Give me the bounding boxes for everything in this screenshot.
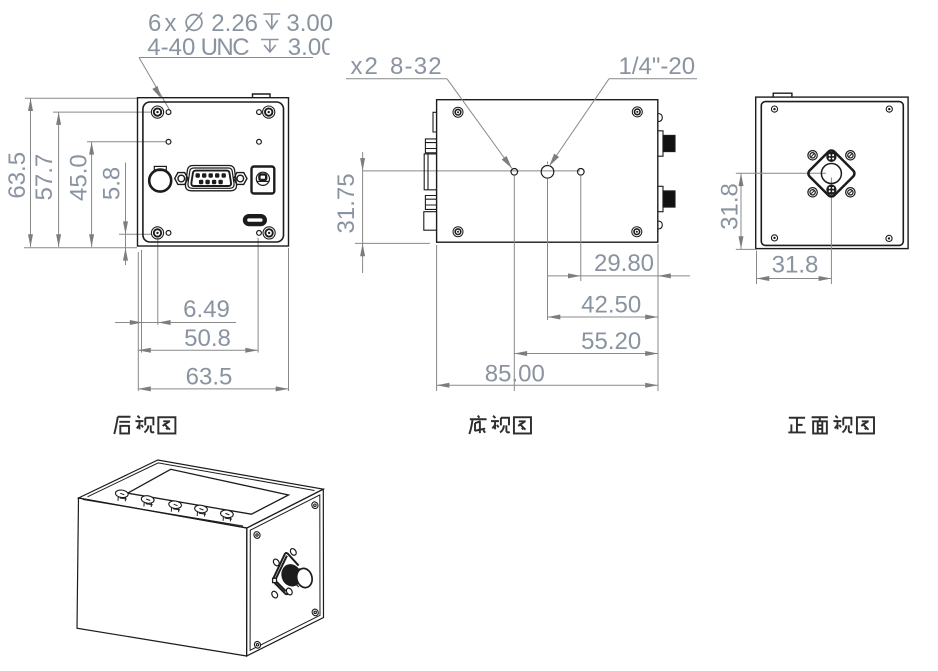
svg-text:57.7: 57.7 [31, 154, 58, 201]
svg-text:31.75: 31.75 [333, 173, 360, 233]
svg-text:6: 6 [148, 10, 161, 37]
svg-text:55.20: 55.20 [581, 328, 641, 355]
svg-text:31.8: 31.8 [772, 252, 819, 279]
svg-text:8-32: 8-32 [390, 53, 443, 80]
svg-text:x2: x2 [351, 53, 380, 80]
svg-text:29.80: 29.80 [594, 250, 654, 277]
svg-text:3.00: 3.00 [286, 10, 333, 37]
svg-text:5.8: 5.8 [99, 167, 126, 200]
svg-text:1/4"-20: 1/4"-20 [619, 53, 696, 80]
svg-text:63.5: 63.5 [4, 152, 31, 199]
svg-text:2.26: 2.26 [211, 10, 258, 37]
svg-text:85.00: 85.00 [485, 360, 545, 387]
svg-text:UNC: UNC [201, 34, 250, 61]
svg-text:x: x [165, 10, 177, 37]
svg-text:3.00: 3.00 [288, 34, 335, 61]
svg-text:42.50: 42.50 [581, 291, 641, 318]
svg-text:63.5: 63.5 [186, 364, 233, 391]
svg-text:45.0: 45.0 [66, 154, 93, 201]
svg-text:4-40: 4-40 [147, 34, 195, 61]
svg-text:6.49: 6.49 [183, 296, 230, 323]
svg-text:50.8: 50.8 [184, 325, 231, 352]
svg-text:31.8: 31.8 [716, 183, 743, 230]
